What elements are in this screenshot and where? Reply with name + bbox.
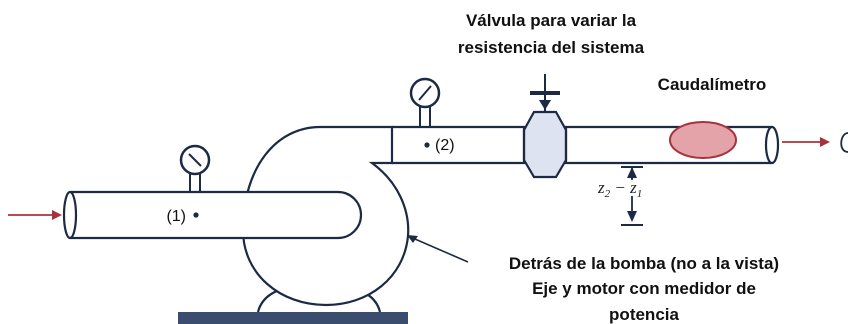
pressure-gauge-1: [179, 144, 211, 192]
inlet-arrow-head: [52, 210, 62, 220]
flowmeter: [669, 121, 737, 159]
point-2-dot: [424, 142, 430, 148]
point-1-label: (1): [166, 208, 186, 225]
base-plate: [178, 312, 408, 324]
behind-pump-label-line3: potencia: [609, 305, 679, 324]
outlet-edge-mark: [840, 132, 848, 153]
outlet-arrow-head: [820, 137, 830, 147]
flowmeter-label: Caudalímetro: [658, 75, 767, 94]
behind-pump-label-line1: Detrás de la bomba (no a la vista): [509, 254, 779, 273]
height-difference-label: z2 − z1: [597, 178, 642, 200]
behind-pump-label-line2: Eje y motor con medidor de: [532, 279, 756, 298]
inlet-pipe: [70, 190, 363, 240]
valve-label-line2: resistencia del sistema: [458, 38, 645, 57]
valve: [522, 74, 568, 179]
outlet-pipe-end: [764, 125, 780, 165]
pointer-line: [407, 235, 469, 263]
pressure-gauge-2: [409, 77, 441, 127]
inlet-pipe-end: [62, 190, 78, 240]
pointer-head: [407, 235, 418, 243]
valve-label-line1: Válvula para variar la: [466, 11, 637, 30]
point-1-dot: [193, 212, 199, 218]
elevation-marker: [621, 166, 643, 226]
point-2-label: (2): [435, 137, 455, 154]
